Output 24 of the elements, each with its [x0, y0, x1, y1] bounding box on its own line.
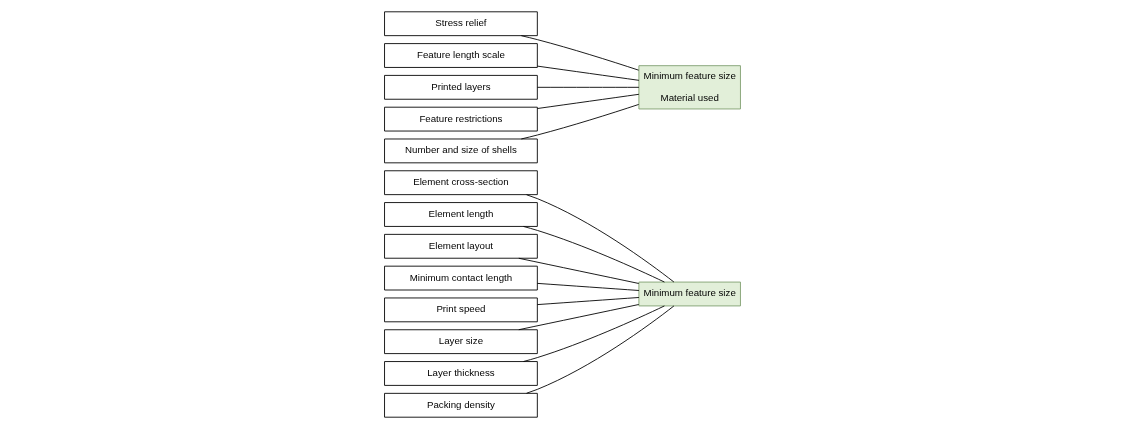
node-box: Packing density	[384, 392, 538, 418]
connector	[520, 35, 640, 71]
node-box: Feature restrictions	[384, 106, 538, 132]
node-box: Element layout	[384, 233, 538, 259]
node-box: Minimum contact length	[384, 265, 538, 291]
connector	[526, 305, 675, 394]
node-box: Print speed	[384, 297, 538, 323]
node-box: Minimum feature size	[638, 281, 741, 307]
connector	[536, 65, 640, 81]
node-box: Layer thickness	[384, 361, 538, 386]
node-box: Number and size of shells	[384, 138, 538, 164]
connector	[536, 297, 640, 306]
node-box: Element length	[384, 202, 538, 227]
connector	[536, 86, 640, 88]
node-box: Element cross-section	[384, 170, 538, 196]
node-box: Layer size	[384, 329, 538, 355]
node-box: Minimum feature size Material used	[638, 65, 741, 110]
node-box: Feature length scale	[384, 43, 538, 68]
connector	[526, 194, 675, 283]
node-box: Stress relief	[384, 11, 538, 37]
connector	[536, 93, 640, 109]
node-box: Printed layers	[384, 74, 538, 100]
connector	[520, 104, 640, 140]
connector	[536, 282, 640, 291]
